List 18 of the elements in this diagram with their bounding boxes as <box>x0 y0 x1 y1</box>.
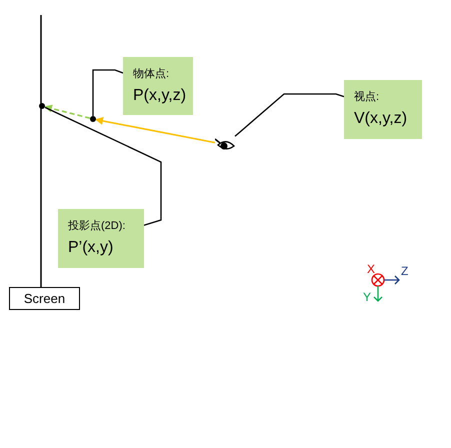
note-heading: 投影点(2D): <box>68 220 126 233</box>
note-heading: 视点: <box>354 91 380 104</box>
leader-line <box>44 106 162 226</box>
note-box <box>344 80 422 139</box>
coordinate-text: P(x,y,z) <box>133 87 186 105</box>
axis-label: X <box>367 262 376 276</box>
screen-label-box: Screen <box>9 287 80 310</box>
axis-label: Y <box>363 290 372 304</box>
leader-line <box>234 93 344 137</box>
arrow <box>95 117 216 144</box>
arrow <box>44 104 90 119</box>
note-heading: 物体点: <box>133 68 170 81</box>
note-box <box>58 209 144 268</box>
coordinate-text: P’(x,y) <box>68 239 114 257</box>
coordinate-text: V(x,y,z) <box>354 110 408 128</box>
axis-label: Z <box>401 264 408 278</box>
leader-line <box>92 69 124 116</box>
note-box <box>123 57 193 115</box>
